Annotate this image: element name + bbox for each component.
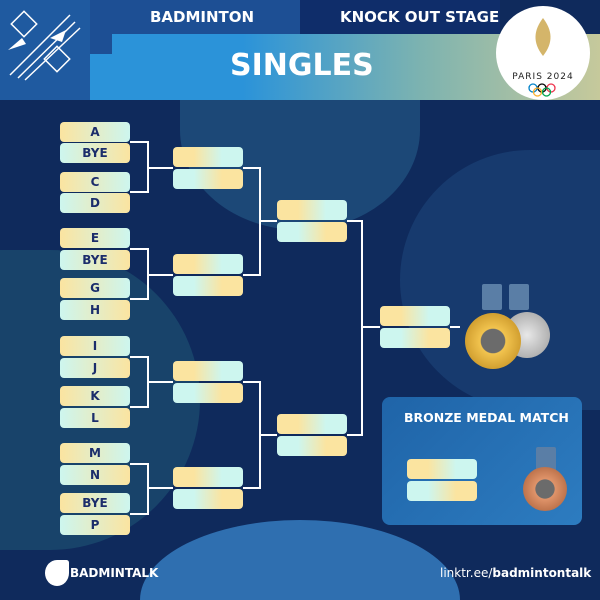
quarterfinal-slot <box>173 467 243 487</box>
sport-label: BADMINTON <box>150 8 255 26</box>
player-slot: A <box>60 122 130 142</box>
quarterfinal-slot <box>173 276 243 296</box>
link-prefix: linktr.ee/ <box>440 566 493 580</box>
player-slot: J <box>60 358 130 378</box>
bronze-medal-icon <box>523 467 567 511</box>
quarterfinal-slot <box>173 254 243 274</box>
ribbon-icon <box>509 284 529 310</box>
player-slot: E <box>60 228 130 248</box>
semifinal-slot <box>277 200 347 220</box>
player-slot: BYE <box>60 143 130 163</box>
ribbon-icon <box>536 447 556 473</box>
player-slot: D <box>60 193 130 213</box>
page-title: SINGLES <box>230 48 374 83</box>
quarterfinal-slot <box>173 361 243 381</box>
player-slot: BYE <box>60 250 130 270</box>
paris-2024-logo: PARIS 2024 <box>496 6 590 100</box>
semifinal-slot <box>277 414 347 434</box>
final-slot <box>380 306 450 326</box>
badminton-logo-tile <box>0 0 90 100</box>
footer-link[interactable]: linktr.ee/badmintontalk <box>440 566 591 580</box>
racket-shuttle-icon <box>8 10 81 81</box>
player-slot: K <box>60 386 130 406</box>
player-slot: C <box>60 172 130 192</box>
link-handle: badmintontalk <box>492 566 592 580</box>
player-slot: I <box>60 336 130 356</box>
logo-text: PARIS 2024 <box>512 72 573 82</box>
gold-medal-icon <box>465 313 521 369</box>
bronze-slot <box>407 459 477 479</box>
player-slot: M <box>60 443 130 463</box>
badmintalk-logo-icon <box>45 560 69 586</box>
quarterfinal-slot <box>173 489 243 509</box>
player-slot: L <box>60 408 130 428</box>
bronze-title: BRONZE MEDAL MATCH <box>404 410 569 425</box>
final-slot <box>380 328 450 348</box>
semifinal-slot <box>277 436 347 456</box>
quarterfinal-slot <box>173 147 243 167</box>
player-slot: H <box>60 300 130 320</box>
player-slot: BYE <box>60 493 130 513</box>
stage-label: KNOCK OUT STAGE <box>340 8 500 26</box>
quarterfinal-slot <box>173 169 243 189</box>
semifinal-slot <box>277 222 347 242</box>
player-slot: G <box>60 278 130 298</box>
player-slot: N <box>60 465 130 485</box>
quarterfinal-slot <box>173 383 243 403</box>
bronze-slot <box>407 481 477 501</box>
brand-name: BADMINTALK <box>70 566 159 580</box>
ribbon-icon <box>482 284 502 310</box>
player-slot: P <box>60 515 130 535</box>
